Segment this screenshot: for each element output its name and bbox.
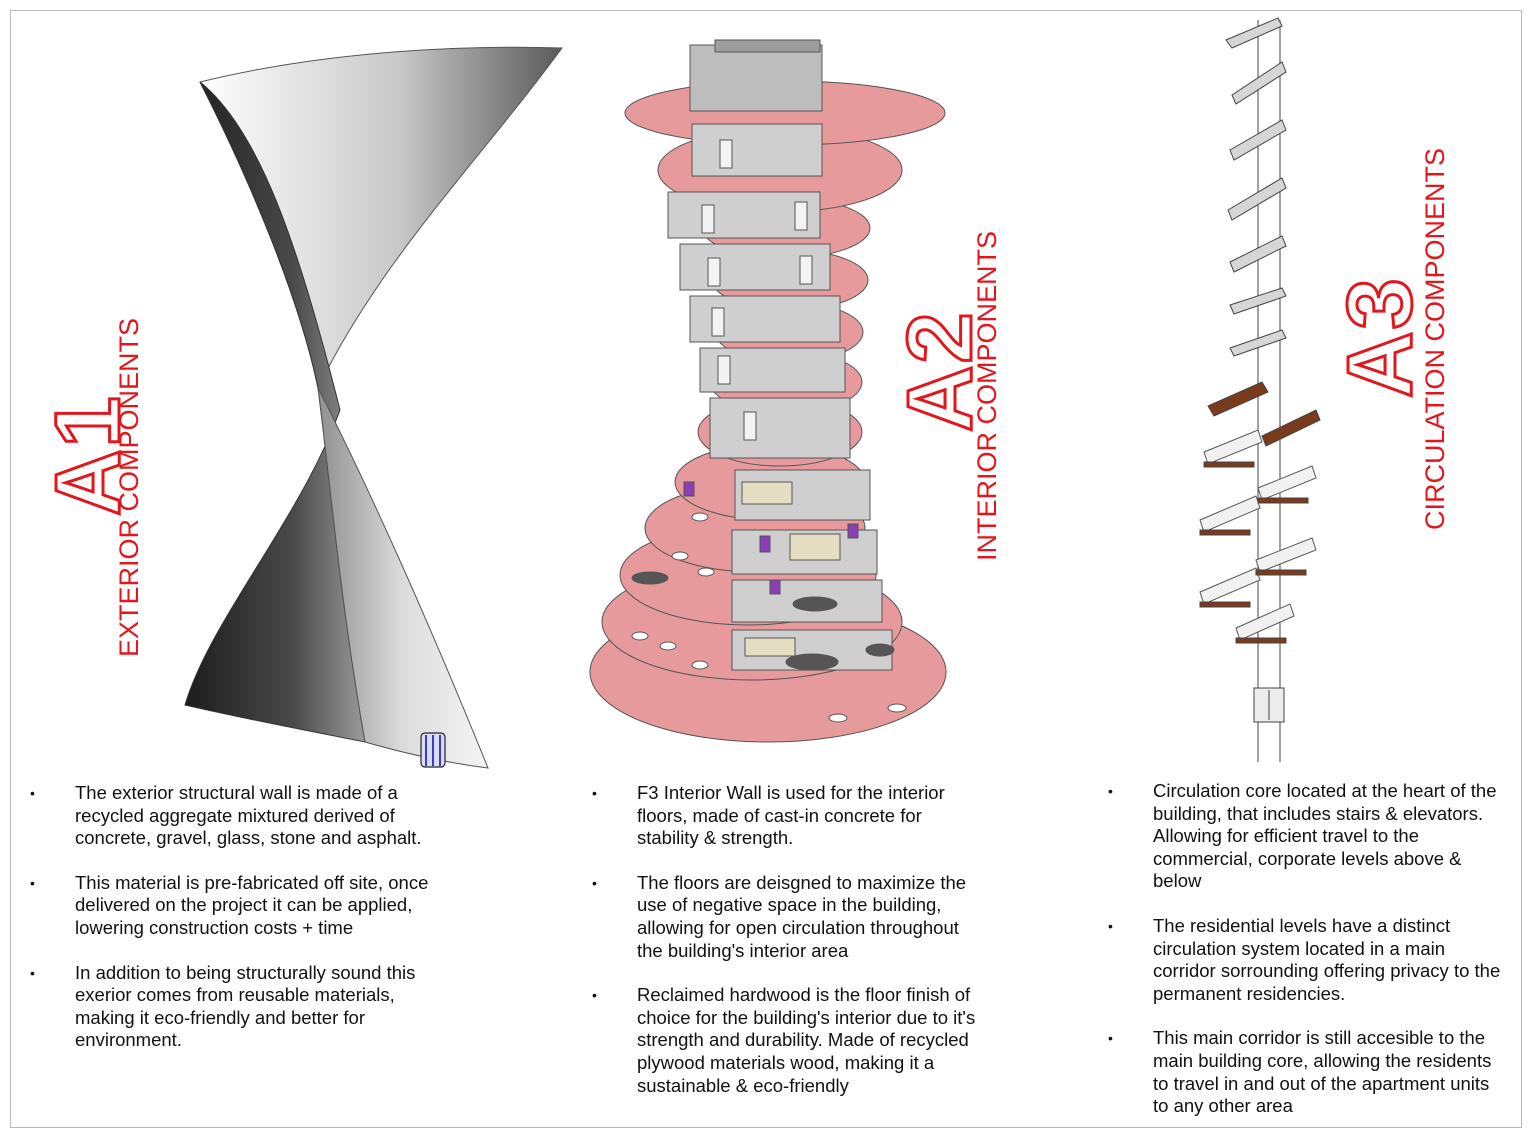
- roof-block-top: [714, 39, 821, 53]
- list-item: This material is pre-fabricated off site…: [30, 872, 430, 940]
- interior-floors-illustration: [589, 39, 947, 743]
- entrance-cylinder: [420, 732, 446, 768]
- section-title-a3: CIRCULATION COMPONENTS: [1420, 147, 1450, 530]
- circulation-core-illustration: [1199, 17, 1321, 762]
- floor-walls: [691, 123, 823, 177]
- section-title-a2: INTERIOR COMPONENTS: [972, 230, 1002, 561]
- list-item: In addition to being structurally sound …: [30, 962, 430, 1052]
- floor-walls: [709, 397, 851, 459]
- list-item: The floors are deisgned to maximize the …: [592, 872, 987, 962]
- exterior-bullet-list: The exterior structural wall is made of …: [30, 782, 430, 1074]
- list-item: The residential levels have a distinct c…: [1108, 915, 1503, 1005]
- list-item: Circulation core located at the heart of…: [1108, 780, 1503, 893]
- roof-block: [689, 44, 823, 112]
- exterior-shell-illustration: [184, 46, 563, 769]
- interior-bullet-list: F3 Interior Wall is used for the interio…: [592, 782, 987, 1119]
- page-frame: [10, 10, 1522, 1128]
- list-item: Reclaimed hardwood is the floor finish o…: [592, 984, 987, 1097]
- list-item: This main corridor is still accesible to…: [1108, 1027, 1503, 1117]
- list-item: F3 Interior Wall is used for the interio…: [592, 782, 987, 850]
- section-code-a3: A3: [1328, 275, 1433, 400]
- list-item: The exterior structural wall is made of …: [30, 782, 430, 850]
- section-title-a1: EXTERIOR COMPONENTS: [114, 317, 144, 657]
- circulation-bullet-list: Circulation core located at the heart of…: [1108, 780, 1503, 1140]
